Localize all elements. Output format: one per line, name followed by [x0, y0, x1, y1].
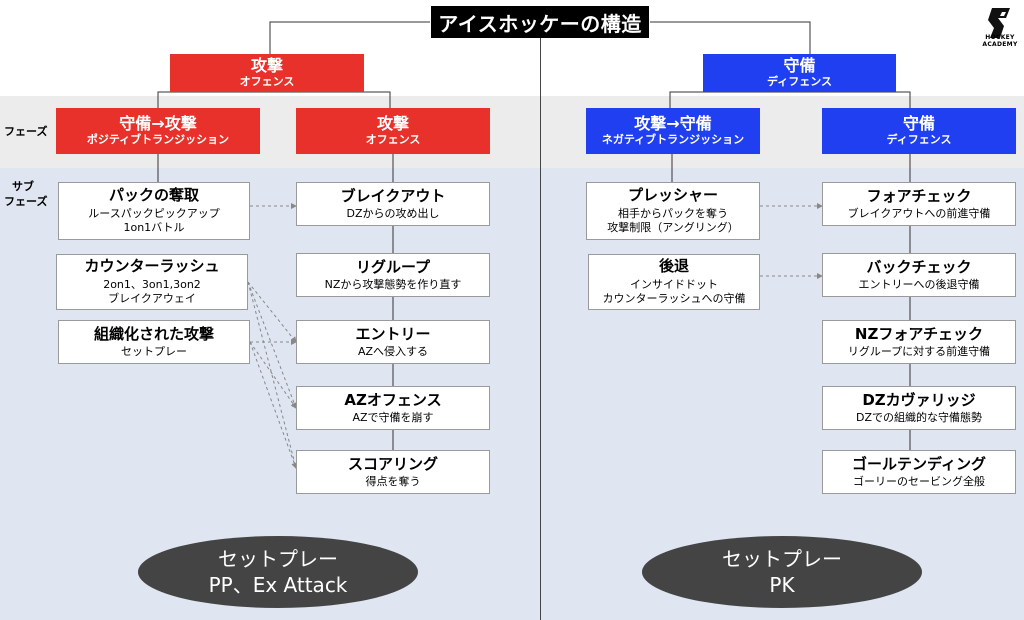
setplay-offense-pill: セットプレー PP、Ex Attack	[138, 536, 418, 608]
phase-subtitle: ネガティブトランジッション	[601, 132, 745, 146]
card-title: 組織化された攻撃	[93, 324, 214, 343]
offense-branch-line	[157, 91, 391, 108]
subphase-label-2: フェーズ	[4, 195, 48, 208]
phase-title: 守備→攻撃	[119, 114, 197, 134]
title-line-left	[269, 21, 430, 54]
card-dz-coverage: DZカヴァリッジ DZでの組織的な守備態勢	[822, 386, 1016, 430]
card-title: 後退	[658, 257, 689, 276]
card-title: NZフォアチェック	[854, 324, 984, 343]
card-line: ブレイクアウェイ	[108, 292, 196, 306]
card-goaltending: ゴールテンディング ゴーリーのセービング全般	[822, 450, 1016, 494]
arrow-organized-azoffense	[249, 341, 297, 409]
card-line: DZでの組織的な守備態勢	[855, 411, 982, 425]
setplay-line: PK	[769, 573, 795, 597]
card-retreat: 後退 インサイドドット カウンターラッシュへの守備	[588, 254, 760, 310]
offense-header-title: 攻撃	[250, 56, 283, 76]
phase-subtitle: ポジティブトランジッション	[86, 132, 230, 146]
hockey-academy-logo	[988, 8, 1010, 38]
defense-header-subtitle: ディフェンス	[766, 74, 832, 88]
card-title: パックの奪取	[108, 186, 199, 205]
card-line: ルースパックピックアップ	[88, 206, 220, 220]
card-line: ゴーリーのセービング全般	[853, 475, 985, 489]
setplay-line: セットプレー	[218, 547, 338, 571]
card-line: リグループに対する前進守備	[847, 345, 991, 359]
card-line: 1on1バトル	[123, 221, 185, 235]
card-line: 相手からパックを奪う	[618, 206, 728, 220]
card-title: バックチェック	[866, 257, 972, 276]
offense-header: 攻撃 オフェンス	[170, 54, 364, 92]
card-line: インサイドドット	[630, 277, 718, 291]
card-entry: エントリー AZへ侵入する	[296, 320, 490, 364]
page-title: アイスホッケーの構造	[431, 6, 649, 38]
card-scoring: スコアリング 得点を奪う	[296, 450, 490, 494]
subphase-label-1: サブ	[12, 180, 34, 193]
setplay-line: セットプレー	[722, 547, 842, 571]
card-line: DZからの攻め出し	[346, 207, 440, 221]
defense-branch-line	[669, 91, 911, 108]
arrow-counter-azoffense	[247, 281, 298, 409]
card-breakout: ブレイクアウト DZからの攻め出し	[296, 182, 490, 226]
card-title: リグループ	[355, 257, 431, 276]
card-line: 攻撃制限（アングリング）	[607, 221, 739, 235]
card-line: カウンターラッシュへの守備	[602, 292, 746, 306]
card-az-offense: AZオフェンス AZで守備を崩す	[296, 386, 490, 430]
card-title: AZオフェンス	[344, 390, 442, 409]
setplay-defense-pill: セットプレー PK	[642, 536, 922, 608]
setplay-line: PP、Ex Attack	[208, 573, 348, 597]
card-title: エントリー	[355, 324, 431, 343]
phase-subtitle: オフェンス	[365, 132, 421, 146]
card-puck-steal: パックの奪取 ルースパックピックアップ 1on1バトル	[58, 182, 250, 240]
offense-header-subtitle: オフェンス	[239, 74, 295, 88]
card-title: ゴールテンディング	[852, 454, 986, 473]
arrow-counter-entry	[247, 281, 297, 343]
phase-title: 攻撃→守備	[634, 114, 712, 134]
card-title: プレッシャー	[627, 186, 718, 205]
card-line: 2on1、3on1,3on2	[103, 277, 201, 291]
phase-subtitle: ディフェンス	[886, 132, 952, 146]
card-nz-forecheck: NZフォアチェック リグループに対する前進守備	[822, 320, 1016, 364]
center-divider	[540, 38, 541, 620]
card-forecheck: フォアチェック ブレイクアウトへの前進守備	[822, 182, 1016, 226]
card-organized-attack: 組織化された攻撃 セットプレー	[58, 320, 250, 364]
phase-title: 守備	[902, 114, 935, 134]
card-line: セットプレー	[121, 345, 187, 359]
card-line: NZから攻撃態勢を作り直す	[324, 278, 462, 292]
card-title: カウンターラッシュ	[84, 257, 220, 276]
card-backcheck: バックチェック エントリーへの後退守備	[822, 253, 1016, 297]
phase-title: 攻撃	[376, 114, 409, 134]
card-pressure: プレッシャー 相手からパックを奪う 攻撃制限（アングリング）	[586, 182, 760, 240]
card-line: AZへ侵入する	[357, 345, 429, 359]
card-title: DZカヴァリッジ	[862, 390, 976, 409]
card-regroup: リグループ NZから攻撃態勢を作り直す	[296, 253, 490, 297]
card-line: 得点を奪う	[365, 475, 421, 489]
card-counter-rush: カウンターラッシュ 2on1、3on1,3on2 ブレイクアウェイ	[56, 254, 248, 310]
card-line: エントリーへの後退守備	[858, 278, 980, 292]
arrow-organized-scoring	[249, 341, 298, 469]
phase-negative-transition: 攻撃→守備 ネガティブトランジッション	[586, 108, 760, 154]
card-title: フォアチェック	[866, 186, 972, 205]
card-title: ブレイクアウト	[340, 186, 446, 205]
card-line: AZで守備を崩す	[352, 411, 434, 425]
phase-label: フェーズ	[4, 125, 48, 138]
phase-offense: 攻撃 オフェンス	[296, 108, 490, 154]
logo-text: HOCKEY ACADEMY	[982, 34, 1018, 48]
defense-header: 守備 ディフェンス	[703, 54, 896, 92]
phase-positive-transition: 守備→攻撃 ポジティブトランジッション	[56, 108, 260, 154]
arrow-counter-scoring	[247, 281, 298, 469]
defense-header-title: 守備	[783, 56, 816, 76]
title-line-right	[650, 21, 811, 54]
card-line: ブレイクアウトへの前進守備	[847, 207, 991, 221]
card-title: スコアリング	[347, 454, 438, 473]
phase-defense: 守備 ディフェンス	[822, 108, 1016, 154]
